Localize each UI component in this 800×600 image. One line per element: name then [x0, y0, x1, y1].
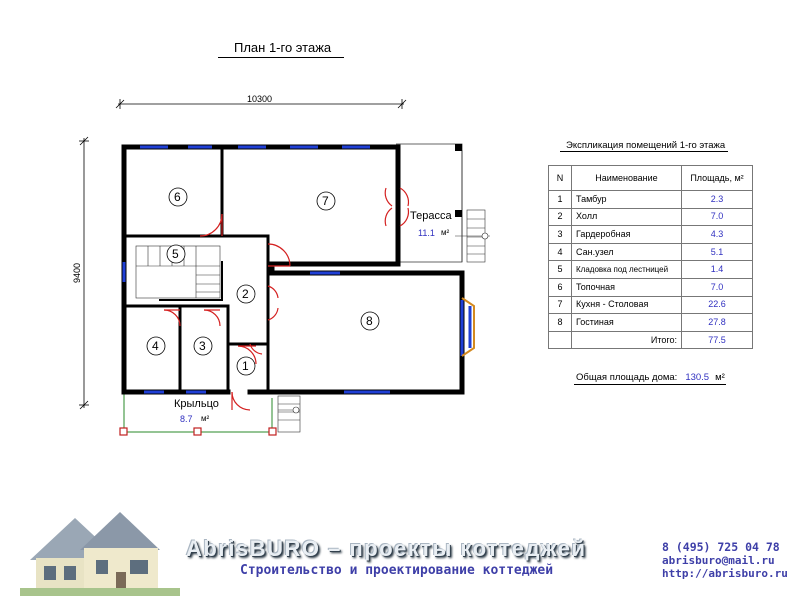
row-area: 7.0	[681, 207, 753, 227]
windows	[122, 145, 464, 394]
contact-site[interactable]: http://abrisburo.ru	[662, 567, 788, 580]
porch-label: Крыльцо	[174, 398, 219, 410]
header-number: N	[548, 165, 572, 191]
porch-unit: м²	[201, 414, 210, 423]
house-area-label: Общая площадь дома:	[576, 372, 678, 383]
floor-plan: 10300 9400	[72, 94, 490, 436]
house-illustration	[20, 512, 180, 596]
room-number-3: 3	[199, 339, 206, 353]
row-name: Топочная	[571, 277, 682, 297]
row-number: 3	[548, 225, 572, 244]
brand-slogan: Строительство и проектирование коттеджей	[240, 563, 554, 578]
house-area: Общая площадь дома: 130.5 м²	[576, 372, 725, 383]
room-marker-4: 4	[146, 336, 166, 356]
room-marker-6: 6	[168, 187, 188, 207]
room-number-5: 5	[172, 247, 179, 261]
total-label: Итого:	[571, 330, 682, 350]
explication-title: Экспликация помещений 1-го этажа	[566, 140, 726, 151]
house-area-underline	[574, 384, 726, 385]
room-marker-7: 7	[316, 191, 336, 211]
terrace-label: Терасса	[410, 210, 452, 222]
terrace-post	[455, 210, 462, 217]
row-number: 2	[548, 207, 572, 227]
room-marker-2: 2	[236, 284, 256, 304]
row-area: 7.0	[681, 277, 753, 297]
row-number: 4	[548, 242, 572, 262]
doors	[163, 187, 410, 411]
dimension-height	[79, 136, 89, 410]
row-name: Гостиная	[571, 313, 682, 332]
row-number: 1	[548, 190, 572, 209]
room-number-6: 6	[174, 190, 181, 204]
row-area: 4.3	[681, 225, 753, 244]
row-area: 22.6	[681, 295, 753, 315]
room-marker-8: 8	[360, 311, 380, 331]
terrace-post	[455, 144, 462, 151]
row-area: 2.3	[681, 190, 753, 209]
dimension-width	[115, 99, 407, 109]
header-name: Наименование	[571, 165, 682, 191]
room-number-7: 7	[322, 194, 329, 208]
room-markers: 1 2 3 4 5 6 7 8	[146, 187, 380, 376]
row-number: 6	[548, 277, 572, 297]
house-area-value: 130.5	[685, 372, 710, 383]
row-name: Тамбур	[571, 190, 682, 209]
terrace-outline	[396, 143, 463, 263]
row-number: 5	[548, 260, 572, 279]
room-number-1: 1	[242, 359, 249, 373]
dimension-width-label: 10300	[247, 94, 272, 104]
row-area: 5.1	[681, 242, 753, 262]
room-marker-1: 1	[236, 356, 256, 376]
room-number-2: 2	[242, 287, 249, 301]
row-name: Кладовка под лестницей	[571, 260, 682, 279]
row-number: 7	[548, 295, 572, 315]
plan-title: План 1-го этажа	[234, 40, 332, 55]
table-total-row: Итого:77.5	[548, 330, 753, 350]
total-value: 77.5	[681, 330, 753, 350]
contact-email[interactable]: abrisburo@mail.ru	[662, 554, 775, 567]
terrace-area: 11.1	[418, 228, 435, 238]
title-underline	[218, 57, 344, 58]
porch-area: 8.7	[180, 414, 193, 424]
brand-name: AbrisBURO – проекты коттеджей	[186, 536, 587, 561]
house-area-unit: м²	[715, 372, 725, 383]
row-name: Кухня - Столовая	[571, 295, 682, 315]
dimension-height-label: 9400	[72, 263, 82, 283]
row-area: 27.8	[681, 313, 753, 332]
explication-title-underline	[560, 151, 728, 152]
room-number-4: 4	[152, 339, 159, 353]
porch-posts	[119, 427, 277, 436]
walls	[121, 144, 465, 395]
table-header-row: N Наименование Площадь, м²	[548, 165, 753, 191]
contact-phone[interactable]: 8 (495) 725 04 78	[662, 540, 780, 554]
row-number: 8	[548, 313, 572, 332]
row-name: Гардеробная	[571, 225, 682, 244]
front-steps	[277, 395, 301, 433]
header-area: Площадь, м²	[681, 165, 753, 191]
room-marker-5: 5	[166, 244, 186, 264]
bay-window	[461, 297, 475, 357]
row-name: Холл	[571, 207, 682, 227]
terrace-steps	[455, 209, 490, 263]
room-number-8: 8	[366, 314, 373, 328]
row-name: Сан.узел	[571, 242, 682, 262]
terrace-unit: м²	[441, 228, 450, 237]
row-area: 1.4	[681, 260, 753, 279]
room-marker-3: 3	[193, 336, 213, 356]
